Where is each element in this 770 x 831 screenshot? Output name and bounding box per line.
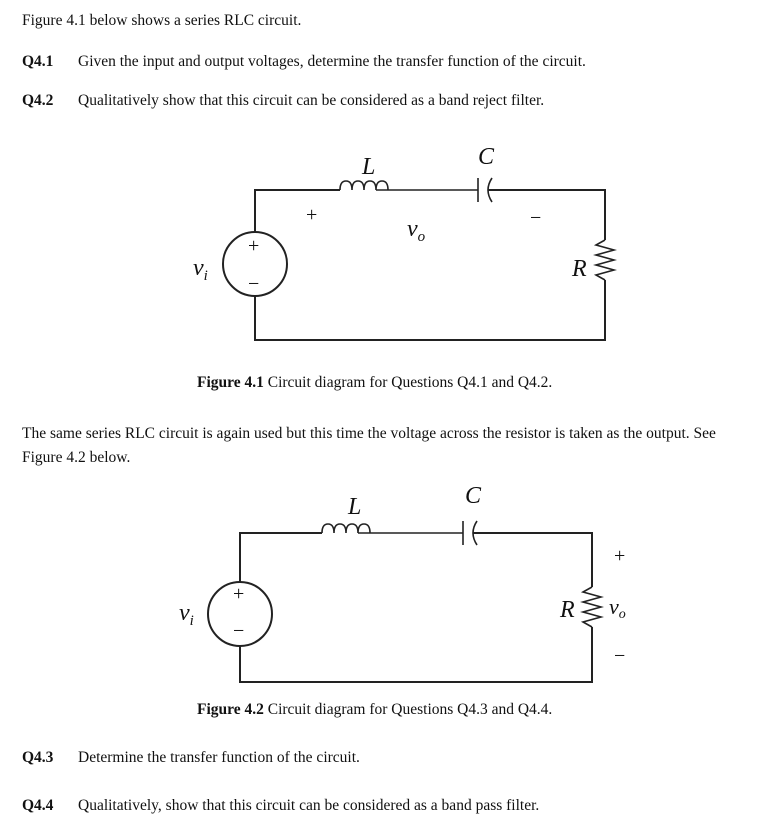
- wire-right-bottom: [254, 280, 606, 341]
- resistor-label: R: [571, 256, 587, 282]
- question-q4-3: Q4.3 Determine the transfer function of t…: [22, 749, 360, 767]
- inductor-label: L: [361, 154, 375, 180]
- output-plus-sign: +: [614, 545, 625, 567]
- resistor-symbol: [580, 586, 604, 628]
- intro-text: Figure 4.1 below shows a series RLC circ…: [22, 12, 302, 29]
- question-text: Qualitatively, show that this circuit ca…: [78, 797, 540, 814]
- source-plus-sign: +: [248, 235, 259, 257]
- question-q4-1: Q4.1 Given the input and output voltages,…: [22, 53, 586, 71]
- question-number: Q4.1: [22, 53, 54, 70]
- wire-right-bottom: [239, 627, 593, 683]
- output-plus-sign: +: [306, 204, 317, 226]
- caption-label: Figure 4.1: [197, 374, 264, 391]
- wire-top-left: [239, 532, 322, 582]
- question-text: Given the input and output voltages, det…: [78, 53, 586, 70]
- source-minus-sign: −: [233, 620, 244, 642]
- question-text: Determine the transfer function of the c…: [78, 749, 360, 766]
- source-plus-sign: +: [233, 583, 244, 605]
- caption-text: Circuit diagram for Questions Q4.3 and Q…: [263, 701, 553, 718]
- question-number: Q4.4: [22, 797, 54, 814]
- source-label: vi: [179, 600, 194, 629]
- question-q4-2: Q4.2 Qualitatively show that this circuit…: [22, 92, 544, 110]
- output-minus-sign: −: [614, 645, 625, 667]
- circuit-diagram-figure-4-1: + − L C R vi + vo −: [193, 144, 617, 341]
- capacitor-label: C: [465, 483, 482, 509]
- output-label: vo: [609, 594, 626, 622]
- question-number: Q4.2: [22, 92, 54, 109]
- source-minus-sign: −: [248, 273, 259, 295]
- wire-top-right: [473, 532, 593, 587]
- resistor-symbol: [593, 239, 617, 281]
- source-label: vi: [193, 255, 208, 284]
- question-text: Qualitatively show that this circuit can…: [78, 92, 545, 109]
- output-minus-sign: −: [530, 207, 541, 229]
- figure-4-2-caption: Figure 4.2 Circuit diagram for Questions…: [197, 701, 552, 719]
- wire-top-right: [488, 189, 606, 240]
- caption-text: Circuit diagram for Questions Q4.1 and Q…: [263, 374, 553, 391]
- question-number: Q4.3: [22, 749, 54, 766]
- resistor-label: R: [559, 597, 575, 623]
- caption-label: Figure 4.2: [197, 701, 264, 718]
- circuit-diagram-figure-4-2: + − L C R vi + vo −: [179, 483, 626, 683]
- output-label: vo: [407, 216, 426, 245]
- voltage-source: [222, 231, 288, 297]
- figure-4-1-caption: Figure 4.1 Circuit diagram for Questions…: [197, 374, 552, 392]
- inductor-label: L: [347, 494, 361, 520]
- wire-top-left: [254, 189, 340, 232]
- between-paragraph: The same series RLC circuit is again use…: [22, 425, 716, 466]
- inductor-symbol: [321, 523, 463, 534]
- capacitor-label: C: [478, 144, 495, 170]
- inductor-symbol: [339, 180, 478, 191]
- question-q4-4: Q4.4 Qualitatively, show that this circui…: [22, 797, 539, 815]
- voltage-source: [207, 581, 273, 647]
